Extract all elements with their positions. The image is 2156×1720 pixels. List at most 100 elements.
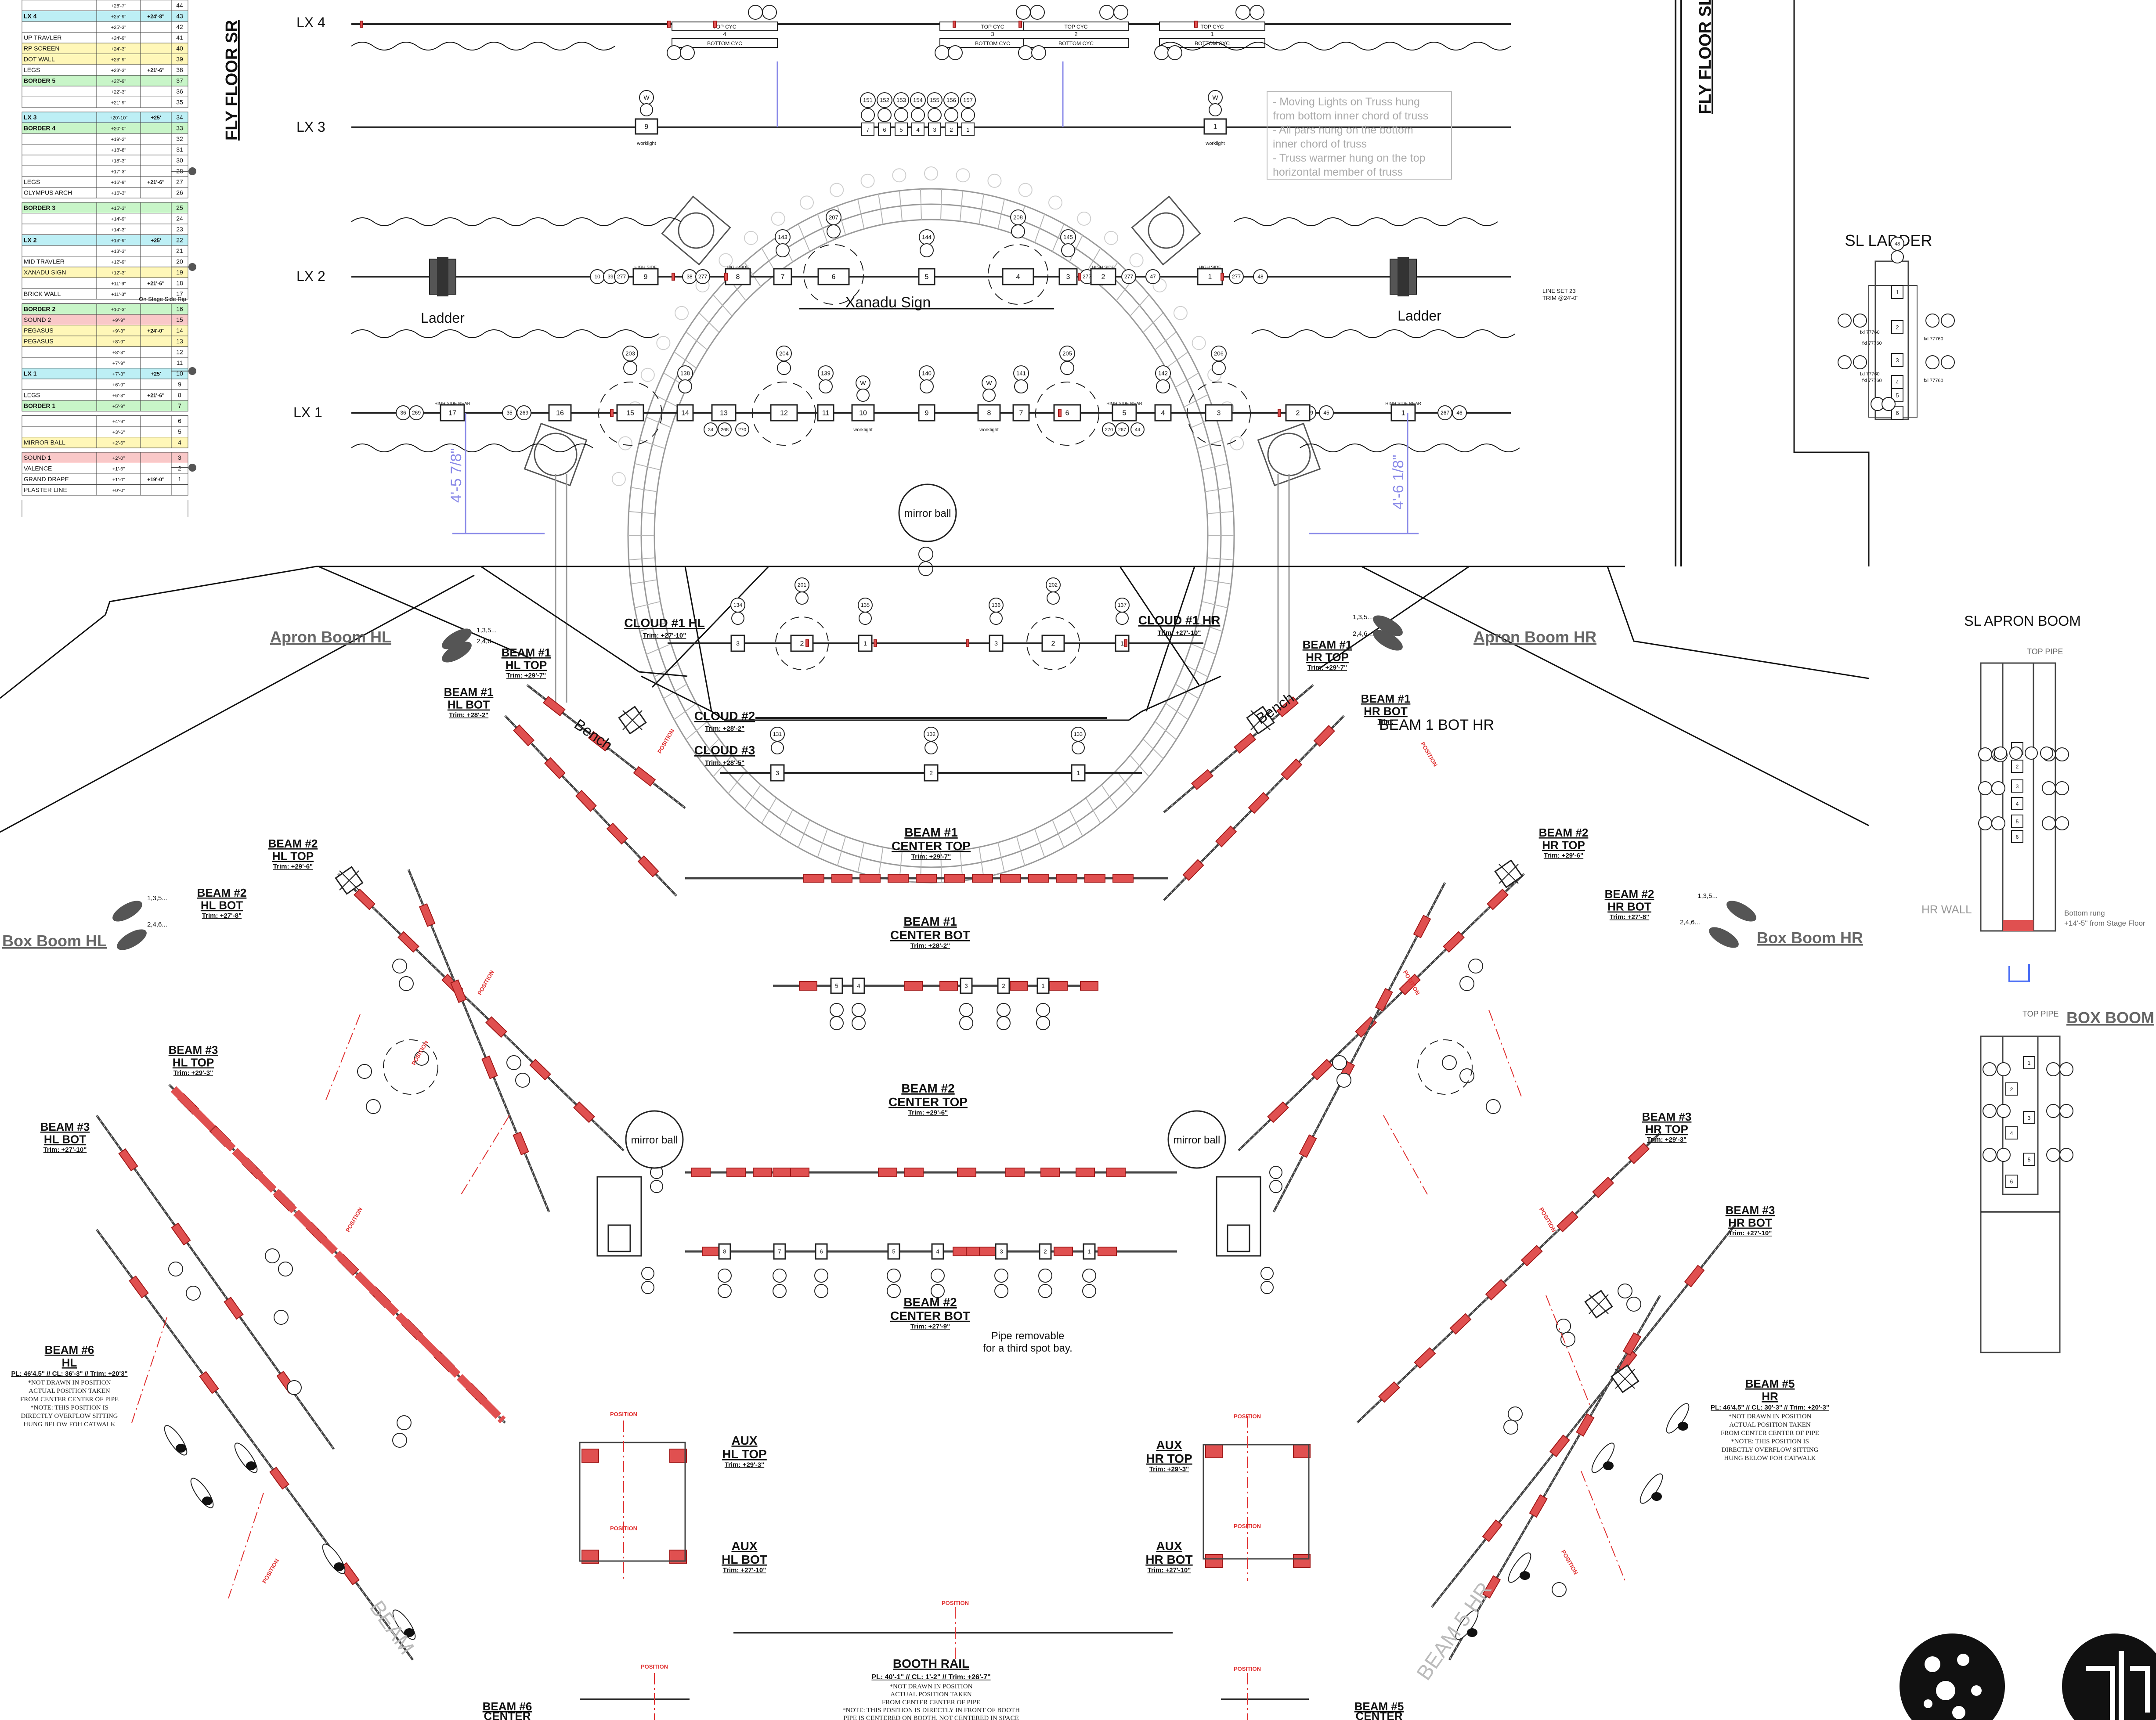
lineset-number: 3 bbox=[178, 454, 181, 461]
lineset-trim: +17'-3" bbox=[111, 169, 126, 175]
svg-text:HIGH SIDE: HIGH SIDE bbox=[634, 265, 657, 270]
svg-text:BEAM #5: BEAM #5 bbox=[1354, 1700, 1404, 1713]
channel-number: 141 bbox=[1016, 370, 1026, 377]
lineset-row: +14'-3"23 bbox=[22, 224, 188, 235]
lineset-name: MIRROR BALL bbox=[24, 439, 65, 446]
lineset-name: LEGS bbox=[24, 66, 40, 73]
lineset-trim2: +19'-0" bbox=[147, 476, 165, 483]
svg-text:*NOT DRAWN IN POSITION: *NOT DRAWN IN POSITION bbox=[890, 1683, 973, 1690]
position-subtitle: HL TOP bbox=[272, 850, 314, 863]
svg-text:BOTTOM CYC: BOTTOM CYC bbox=[707, 40, 742, 47]
ladder-right-label: Ladder bbox=[1398, 308, 1441, 324]
box-boom-hr-icon: 1,3,5... 2,4,6... bbox=[1680, 892, 1756, 948]
lineset-number: 44 bbox=[176, 2, 183, 9]
svg-text:6: 6 bbox=[2016, 834, 2019, 840]
position-marker: POSITION bbox=[656, 728, 675, 754]
channel-number: 133 bbox=[1074, 731, 1083, 737]
unit-number: 16 bbox=[556, 410, 564, 417]
channel-number: 10 bbox=[594, 274, 600, 280]
fixture-unit bbox=[770, 764, 785, 782]
svg-text:TOP CYC: TOP CYC bbox=[713, 24, 737, 30]
channel-circle bbox=[1838, 314, 1852, 328]
unit-number: 4 bbox=[936, 1248, 939, 1255]
lineset-trim: +0'-0" bbox=[112, 488, 125, 494]
svg-text:*NOT DRAWN IN POSITION: *NOT DRAWN IN POSITION bbox=[1729, 1413, 1812, 1420]
lineset-row: BORDER 1+5'-9"7 bbox=[22, 400, 188, 411]
lineset-row: +19'-2"32 bbox=[22, 133, 188, 144]
lineset-number: 1 bbox=[178, 476, 181, 483]
svg-text:fxl 77760: fxl 77760 bbox=[1862, 378, 1882, 383]
svg-text:1: 1 bbox=[1896, 289, 1899, 296]
position-title: BEAM #1 bbox=[444, 685, 494, 699]
channel-number: 151 bbox=[863, 97, 873, 104]
channel-circle bbox=[2046, 1148, 2060, 1162]
unit-number: 12 bbox=[780, 410, 788, 417]
channel-number: 132 bbox=[927, 731, 935, 737]
lx2-label: LX 2 bbox=[296, 268, 325, 284]
svg-text:5: 5 bbox=[2016, 819, 2019, 825]
truss-note-line: from bottom inner chord of truss bbox=[1273, 110, 1428, 122]
mirror-ball-upper: mirror ball bbox=[898, 483, 957, 576]
channel-circle bbox=[392, 959, 407, 974]
channel-circle bbox=[357, 1064, 372, 1079]
lineset-name: LEGS bbox=[24, 178, 40, 185]
lineset-row: +21'-9"35 bbox=[22, 97, 188, 108]
fixture-unit bbox=[858, 635, 873, 652]
lineset-trim: +24'-3" bbox=[111, 47, 126, 52]
position-trim: Trim: +27'-8" bbox=[202, 912, 242, 919]
unit-number: 8 bbox=[736, 274, 740, 281]
fixture-unit bbox=[1154, 404, 1172, 422]
gobo-icons bbox=[1900, 1633, 2156, 1720]
position-title: AUX bbox=[1156, 1438, 1182, 1452]
unit-number: 10 bbox=[859, 410, 867, 417]
channel-number: 155 bbox=[930, 97, 939, 104]
lineset-number: 8 bbox=[178, 392, 181, 399]
channel-number: 140 bbox=[922, 370, 932, 377]
ladder-right-icon bbox=[1390, 257, 1417, 296]
fly-floor-sr-label: FLY FLOOR SR bbox=[223, 20, 241, 141]
svg-text:HIGH SIDE: HIGH SIDE bbox=[726, 265, 749, 270]
house-walls bbox=[0, 566, 1869, 833]
lineset-number: 32 bbox=[176, 135, 183, 142]
position-title: CLOUD #1 HL bbox=[624, 616, 705, 630]
apron-boom-hl-label: Apron Boom HL bbox=[270, 628, 391, 646]
svg-text:PL: 40'-1" // CL: 1'-2" // Tri: PL: 40'-1" // CL: 1'-2" // Trim: +26'-7" bbox=[871, 1673, 990, 1681]
channel-circle bbox=[695, 269, 710, 284]
truss-note-line: - Truss warmer hung on the top bbox=[1273, 152, 1425, 164]
channel-circle bbox=[1925, 355, 1939, 369]
channel-circle bbox=[1508, 1406, 1523, 1421]
lineset-number: 14 bbox=[176, 327, 183, 334]
fly-floor-sl-label: FLY FLOOR SL bbox=[1696, 0, 1715, 114]
svg-text:ACTUAL POSITION TAKEN: ACTUAL POSITION TAKEN bbox=[890, 1691, 972, 1698]
channel-number: 38 bbox=[686, 274, 693, 280]
channel-circle bbox=[1038, 1269, 1052, 1283]
position-marker: POSITION bbox=[1234, 1523, 1261, 1529]
channel-circle bbox=[623, 361, 637, 375]
channel-circle bbox=[1212, 361, 1226, 375]
channel-circle bbox=[1269, 1180, 1282, 1193]
lineset-trim2: +25' bbox=[151, 238, 161, 244]
unit-number: 3 bbox=[964, 983, 968, 989]
lineset-row: +14'-9"24 bbox=[22, 213, 188, 224]
channel-circle bbox=[1468, 959, 1483, 974]
channel-circle bbox=[1941, 355, 1955, 369]
lineset-trim2: +24'-0" bbox=[147, 328, 165, 334]
channel-circle bbox=[366, 1099, 381, 1114]
position-title: AUX bbox=[731, 1539, 757, 1553]
position-marker: POSITION bbox=[476, 969, 495, 996]
lineset-row: +18'-8"31 bbox=[22, 144, 188, 155]
lineset-name: BRICK WALL bbox=[24, 290, 61, 297]
lineset-trim: +8'-9" bbox=[112, 339, 125, 345]
channel-circle bbox=[2046, 1062, 2060, 1076]
channel-circle bbox=[2059, 1148, 2073, 1162]
channel-circle bbox=[1156, 379, 1170, 393]
lineset-row: GRAND DRAPE+1'-0"+19'-0"1 bbox=[22, 473, 188, 485]
svg-text:fxl 77760: fxl 77760 bbox=[1924, 336, 1943, 342]
